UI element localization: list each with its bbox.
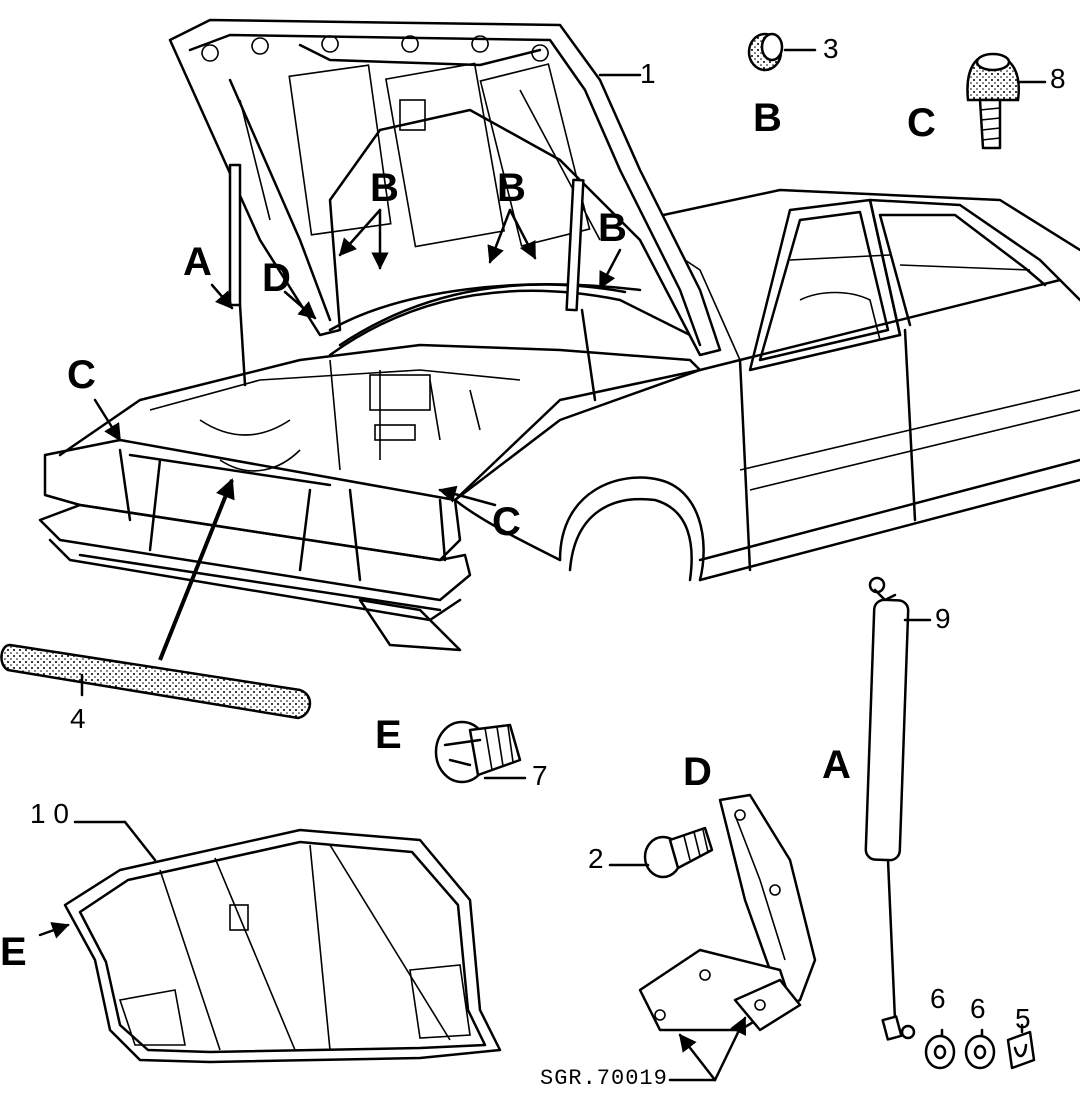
label-part-7: 7 bbox=[532, 760, 548, 791]
label-part-2: 2 bbox=[588, 843, 604, 874]
letter-c-callout-left: C bbox=[67, 353, 96, 397]
part-2-screw bbox=[608, 826, 714, 879]
parts-washers-and-clip bbox=[924, 1023, 1036, 1070]
hood-open bbox=[168, 18, 722, 357]
label-part-8: 8 bbox=[1050, 63, 1066, 94]
letter-c-detail: C bbox=[907, 101, 936, 145]
part-7-plug bbox=[434, 720, 527, 784]
letter-b-detail: B bbox=[753, 96, 782, 140]
label-part-6-a: 6 bbox=[930, 983, 946, 1014]
letter-b-callout-left: B bbox=[370, 166, 399, 210]
letter-c-callout-right: C bbox=[492, 500, 521, 544]
part-10-insulation-pad bbox=[38, 820, 502, 1064]
letter-a-detail: A bbox=[822, 743, 851, 787]
label-part-3: 3 bbox=[823, 33, 839, 64]
label-part-5: 5 bbox=[1015, 1003, 1031, 1034]
label-part-6-b: 6 bbox=[970, 993, 986, 1024]
letter-b-callout-mid: B bbox=[497, 166, 526, 210]
label-part-10: 1 0 bbox=[30, 798, 69, 829]
letter-d-callout: D bbox=[262, 256, 291, 300]
label-part-4: 4 bbox=[70, 703, 86, 734]
part-4-seal-strip bbox=[0, 643, 312, 720]
label-part-1: 1 bbox=[640, 58, 656, 89]
car-body bbox=[38, 188, 1080, 652]
letter-e-detail: E bbox=[375, 713, 402, 757]
label-part-9: 9 bbox=[935, 603, 951, 634]
letter-b-callout-right: B bbox=[598, 206, 627, 250]
struts-installed bbox=[228, 163, 597, 402]
callout-leaders bbox=[93, 73, 642, 661]
letter-e-callout: E bbox=[0, 930, 27, 974]
drawing-code: SGR.70019 bbox=[540, 1066, 668, 1091]
letter-d-detail: D bbox=[683, 750, 712, 794]
letter-a-callout: A bbox=[183, 240, 212, 284]
part-9-gas-strut bbox=[864, 576, 932, 1041]
part-3-rubber-bumper bbox=[747, 32, 817, 72]
part-8-stop-screw bbox=[966, 52, 1047, 150]
hinge-detail bbox=[638, 793, 817, 1082]
